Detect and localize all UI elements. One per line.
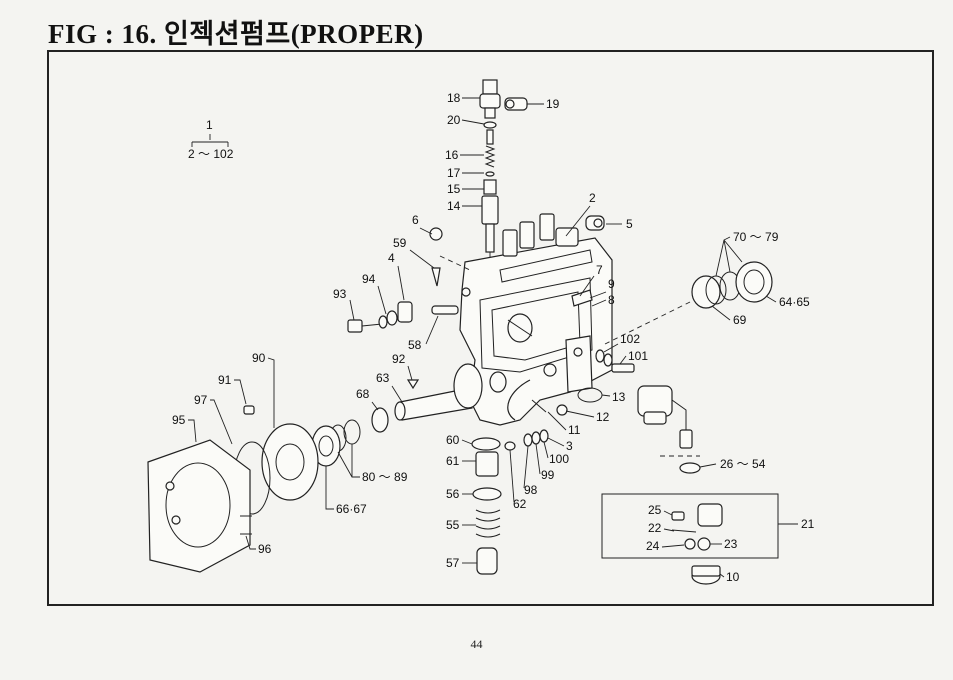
callout-8: 8 <box>608 293 615 307</box>
callout-68: 68 <box>356 387 370 401</box>
assembly-note-range: 2 ～ 102 <box>188 147 234 161</box>
cap-10 <box>691 565 721 585</box>
timer-cover-group <box>691 261 773 309</box>
callout-70-79: 70 ～ 79 <box>733 230 779 244</box>
assembly-note: 1 2 ～ 102 <box>188 118 234 161</box>
callout-20: 20 <box>447 113 461 127</box>
callout-5: 5 <box>626 217 633 231</box>
callout-66-67: 66·67 <box>336 502 367 516</box>
callout-98: 98 <box>524 483 538 497</box>
figure-title: FIG : 16. 인젝션펌프(PROPER) <box>48 19 424 49</box>
callout-99: 99 <box>541 468 555 482</box>
callout-10: 10 <box>726 570 740 584</box>
callout-58: 58 <box>408 338 422 352</box>
callout-16: 16 <box>445 148 459 162</box>
banjo-fitting-19 <box>504 97 528 111</box>
inset-box <box>601 493 779 559</box>
callout-6: 6 <box>412 213 419 227</box>
callout-labels: 18 19 20 16 17 15 14 2 5 6 59 4 94 93 58… <box>172 91 815 584</box>
callout-100: 100 <box>549 452 569 466</box>
callout-63: 63 <box>376 371 390 385</box>
fastener-group-93 <box>347 227 471 390</box>
callout-101: 101 <box>628 349 648 363</box>
fuel-cut-solenoid <box>637 385 701 474</box>
callout-18: 18 <box>447 91 461 105</box>
callout-96: 96 <box>258 542 272 556</box>
callout-9: 9 <box>608 277 615 291</box>
delivery-valve-stack <box>479 79 501 264</box>
pump-housing <box>459 213 613 426</box>
callout-94: 94 <box>362 272 376 286</box>
callout-12: 12 <box>596 410 610 424</box>
drive-end-parts <box>147 405 389 573</box>
callout-61: 61 <box>446 454 460 468</box>
callout-90: 90 <box>252 351 266 365</box>
callout-15: 15 <box>447 182 461 196</box>
callout-17: 17 <box>447 166 461 180</box>
callout-57: 57 <box>446 556 460 570</box>
callout-11: 11 <box>568 423 581 437</box>
callout-92: 92 <box>392 352 406 366</box>
callout-14: 14 <box>447 199 461 213</box>
callout-55: 55 <box>446 518 460 532</box>
callout-22: 22 <box>648 521 662 535</box>
callout-26-54: 26 ～ 54 <box>720 457 766 471</box>
assembly-note-top: 1 <box>206 118 213 132</box>
callout-69: 69 <box>733 313 747 327</box>
callout-23: 23 <box>724 537 738 551</box>
callout-21: 21 <box>801 517 815 531</box>
callout-24: 24 <box>646 539 660 553</box>
callout-7: 7 <box>596 263 603 277</box>
callout-56: 56 <box>446 487 460 501</box>
callout-64-65: 64·65 <box>779 295 810 309</box>
callout-62: 62 <box>513 497 527 511</box>
callout-13: 13 <box>612 390 626 404</box>
callout-25: 25 <box>648 503 662 517</box>
callout-102: 102 <box>620 332 640 346</box>
callout-97: 97 <box>194 393 208 407</box>
callout-4: 4 <box>388 251 395 265</box>
diagram-frame <box>47 50 934 606</box>
callout-95: 95 <box>172 413 186 427</box>
plunger-parts <box>471 399 568 575</box>
page-number: 44 <box>470 637 483 651</box>
callout-80-89: 80 ～ 89 <box>362 470 408 484</box>
callout-93: 93 <box>333 287 347 301</box>
callout-3: 3 <box>566 439 573 453</box>
callout-2: 2 <box>589 191 596 205</box>
callout-19: 19 <box>546 97 560 111</box>
callout-59: 59 <box>393 236 407 250</box>
drive-shaft <box>394 363 507 421</box>
callout-91: 91 <box>218 373 232 387</box>
callout-60: 60 <box>446 433 460 447</box>
